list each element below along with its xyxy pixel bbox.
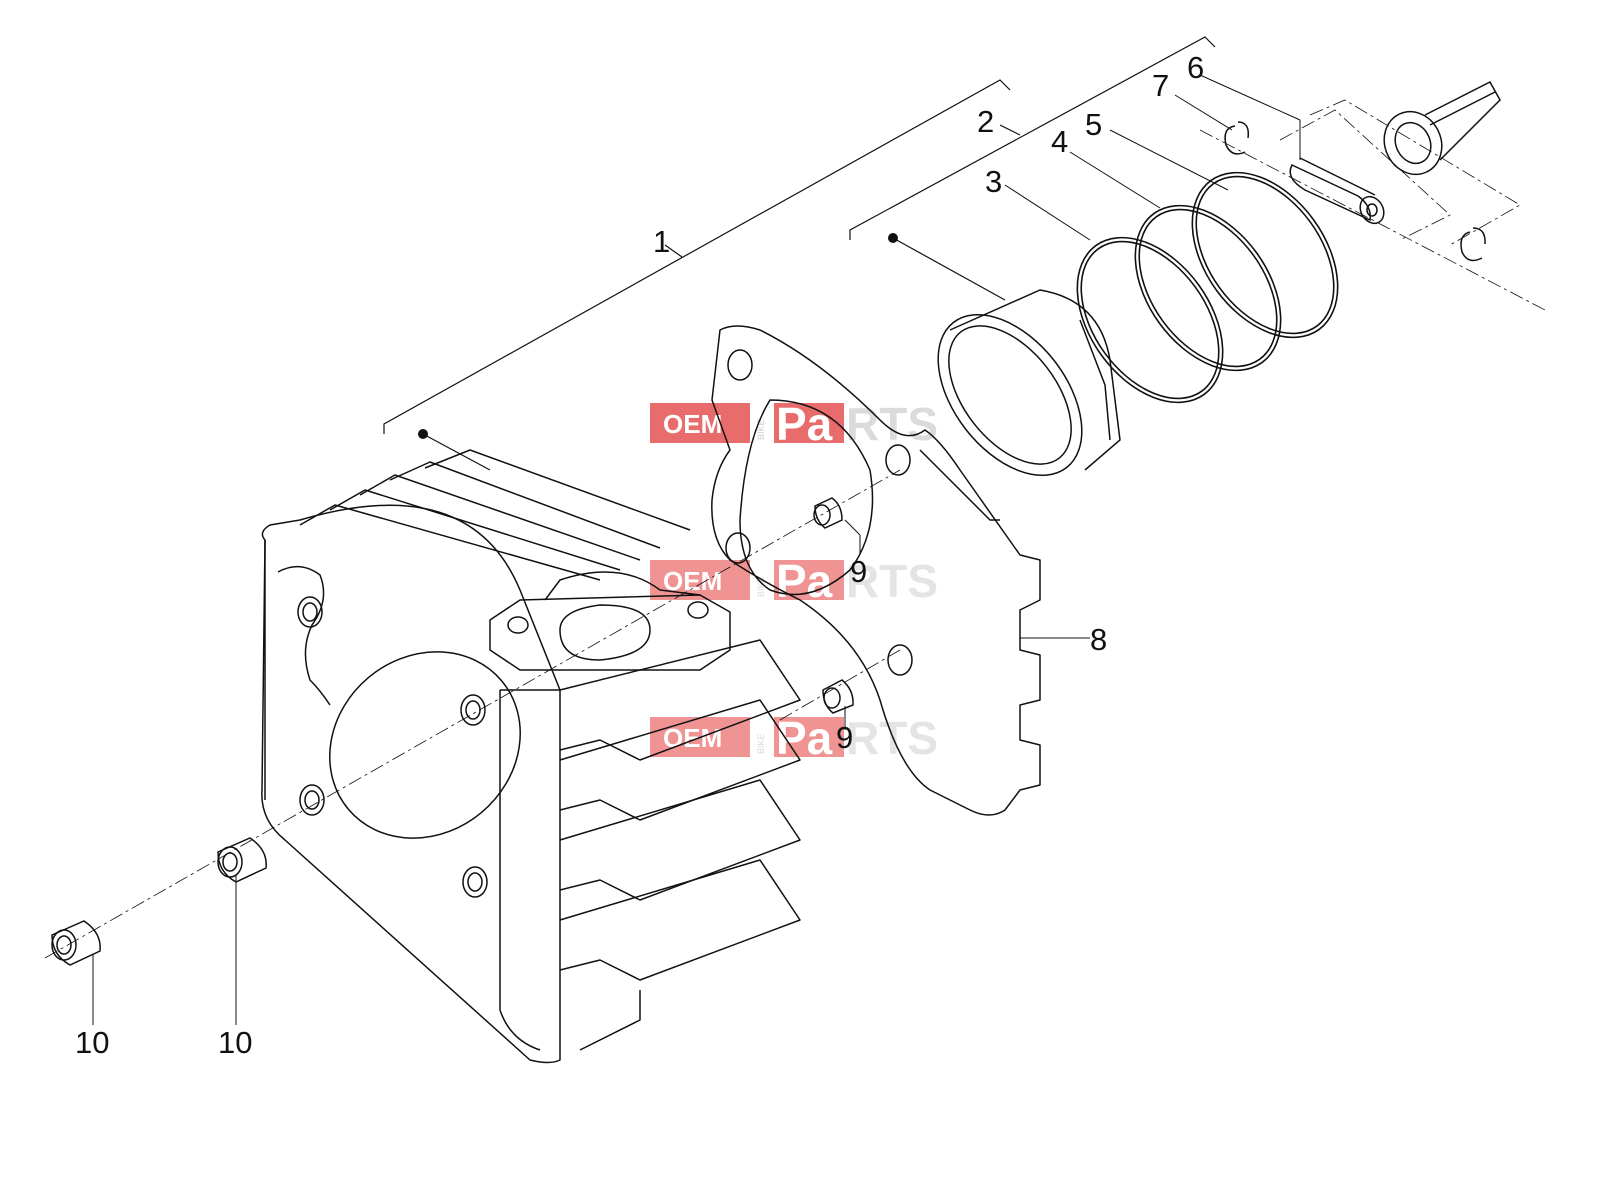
base-gasket: [711, 325, 1041, 816]
callout-3: 3: [985, 164, 1002, 199]
watermark-bike-text: BIKE: [756, 419, 766, 440]
piston-ring-4: [1134, 204, 1282, 372]
circlip-right: [1460, 227, 1486, 262]
callout-9-upper: 9: [850, 554, 867, 589]
piston-ring-3: [1076, 236, 1224, 404]
cylinder-block: [261, 449, 801, 1064]
leader-lines: [92, 74, 1301, 1025]
watermark-top: OEM BIKE Pa RTS: [650, 398, 938, 450]
watermark-bottom: OEM BIKE Pa RTS: [650, 712, 938, 764]
watermark-rts-text: RTS: [846, 712, 938, 764]
callout-7: 7: [1152, 68, 1169, 103]
callout-10-left: 10: [75, 1025, 109, 1060]
watermark-middle: OEM BIKE Pa RTS: [650, 555, 938, 607]
dowel-10-left: [51, 920, 101, 966]
watermark-rts-text: RTS: [846, 555, 938, 607]
watermark-bike-text: BIKE: [756, 576, 766, 597]
piston-ring-5: [1191, 171, 1339, 339]
watermark-pa-text: Pa: [776, 555, 833, 607]
callout-8: 8: [1090, 622, 1107, 657]
circlip-left: [1224, 121, 1250, 155]
callout-1: 1: [653, 224, 670, 259]
watermark-pa-text: Pa: [776, 398, 833, 450]
callout-6: 6: [1187, 50, 1204, 85]
callout-9-lower: 9: [836, 720, 853, 755]
center-lines: [44, 99, 1546, 959]
dowel-10-right: [217, 837, 267, 883]
watermark-bike-text: BIKE: [756, 733, 766, 754]
watermark-oem-text: OEM: [663, 409, 722, 439]
group-bracket-1: [383, 79, 1011, 471]
callouts: 1 2 3 4 5 6 7 8 9 9 10 10: [75, 50, 1204, 1060]
callout-2: 2: [977, 104, 994, 139]
piston-pin: [1289, 157, 1385, 225]
callout-4: 4: [1051, 124, 1068, 159]
callout-10-right: 10: [218, 1025, 252, 1060]
group-bracket-2: [849, 36, 1216, 301]
piston: [937, 289, 1121, 477]
callout-5: 5: [1085, 107, 1102, 142]
connecting-rod: [1383, 81, 1501, 176]
dowel-9-lower: [822, 679, 854, 714]
watermark-rts-text: RTS: [846, 398, 938, 450]
dowel-9-upper: [813, 497, 843, 529]
